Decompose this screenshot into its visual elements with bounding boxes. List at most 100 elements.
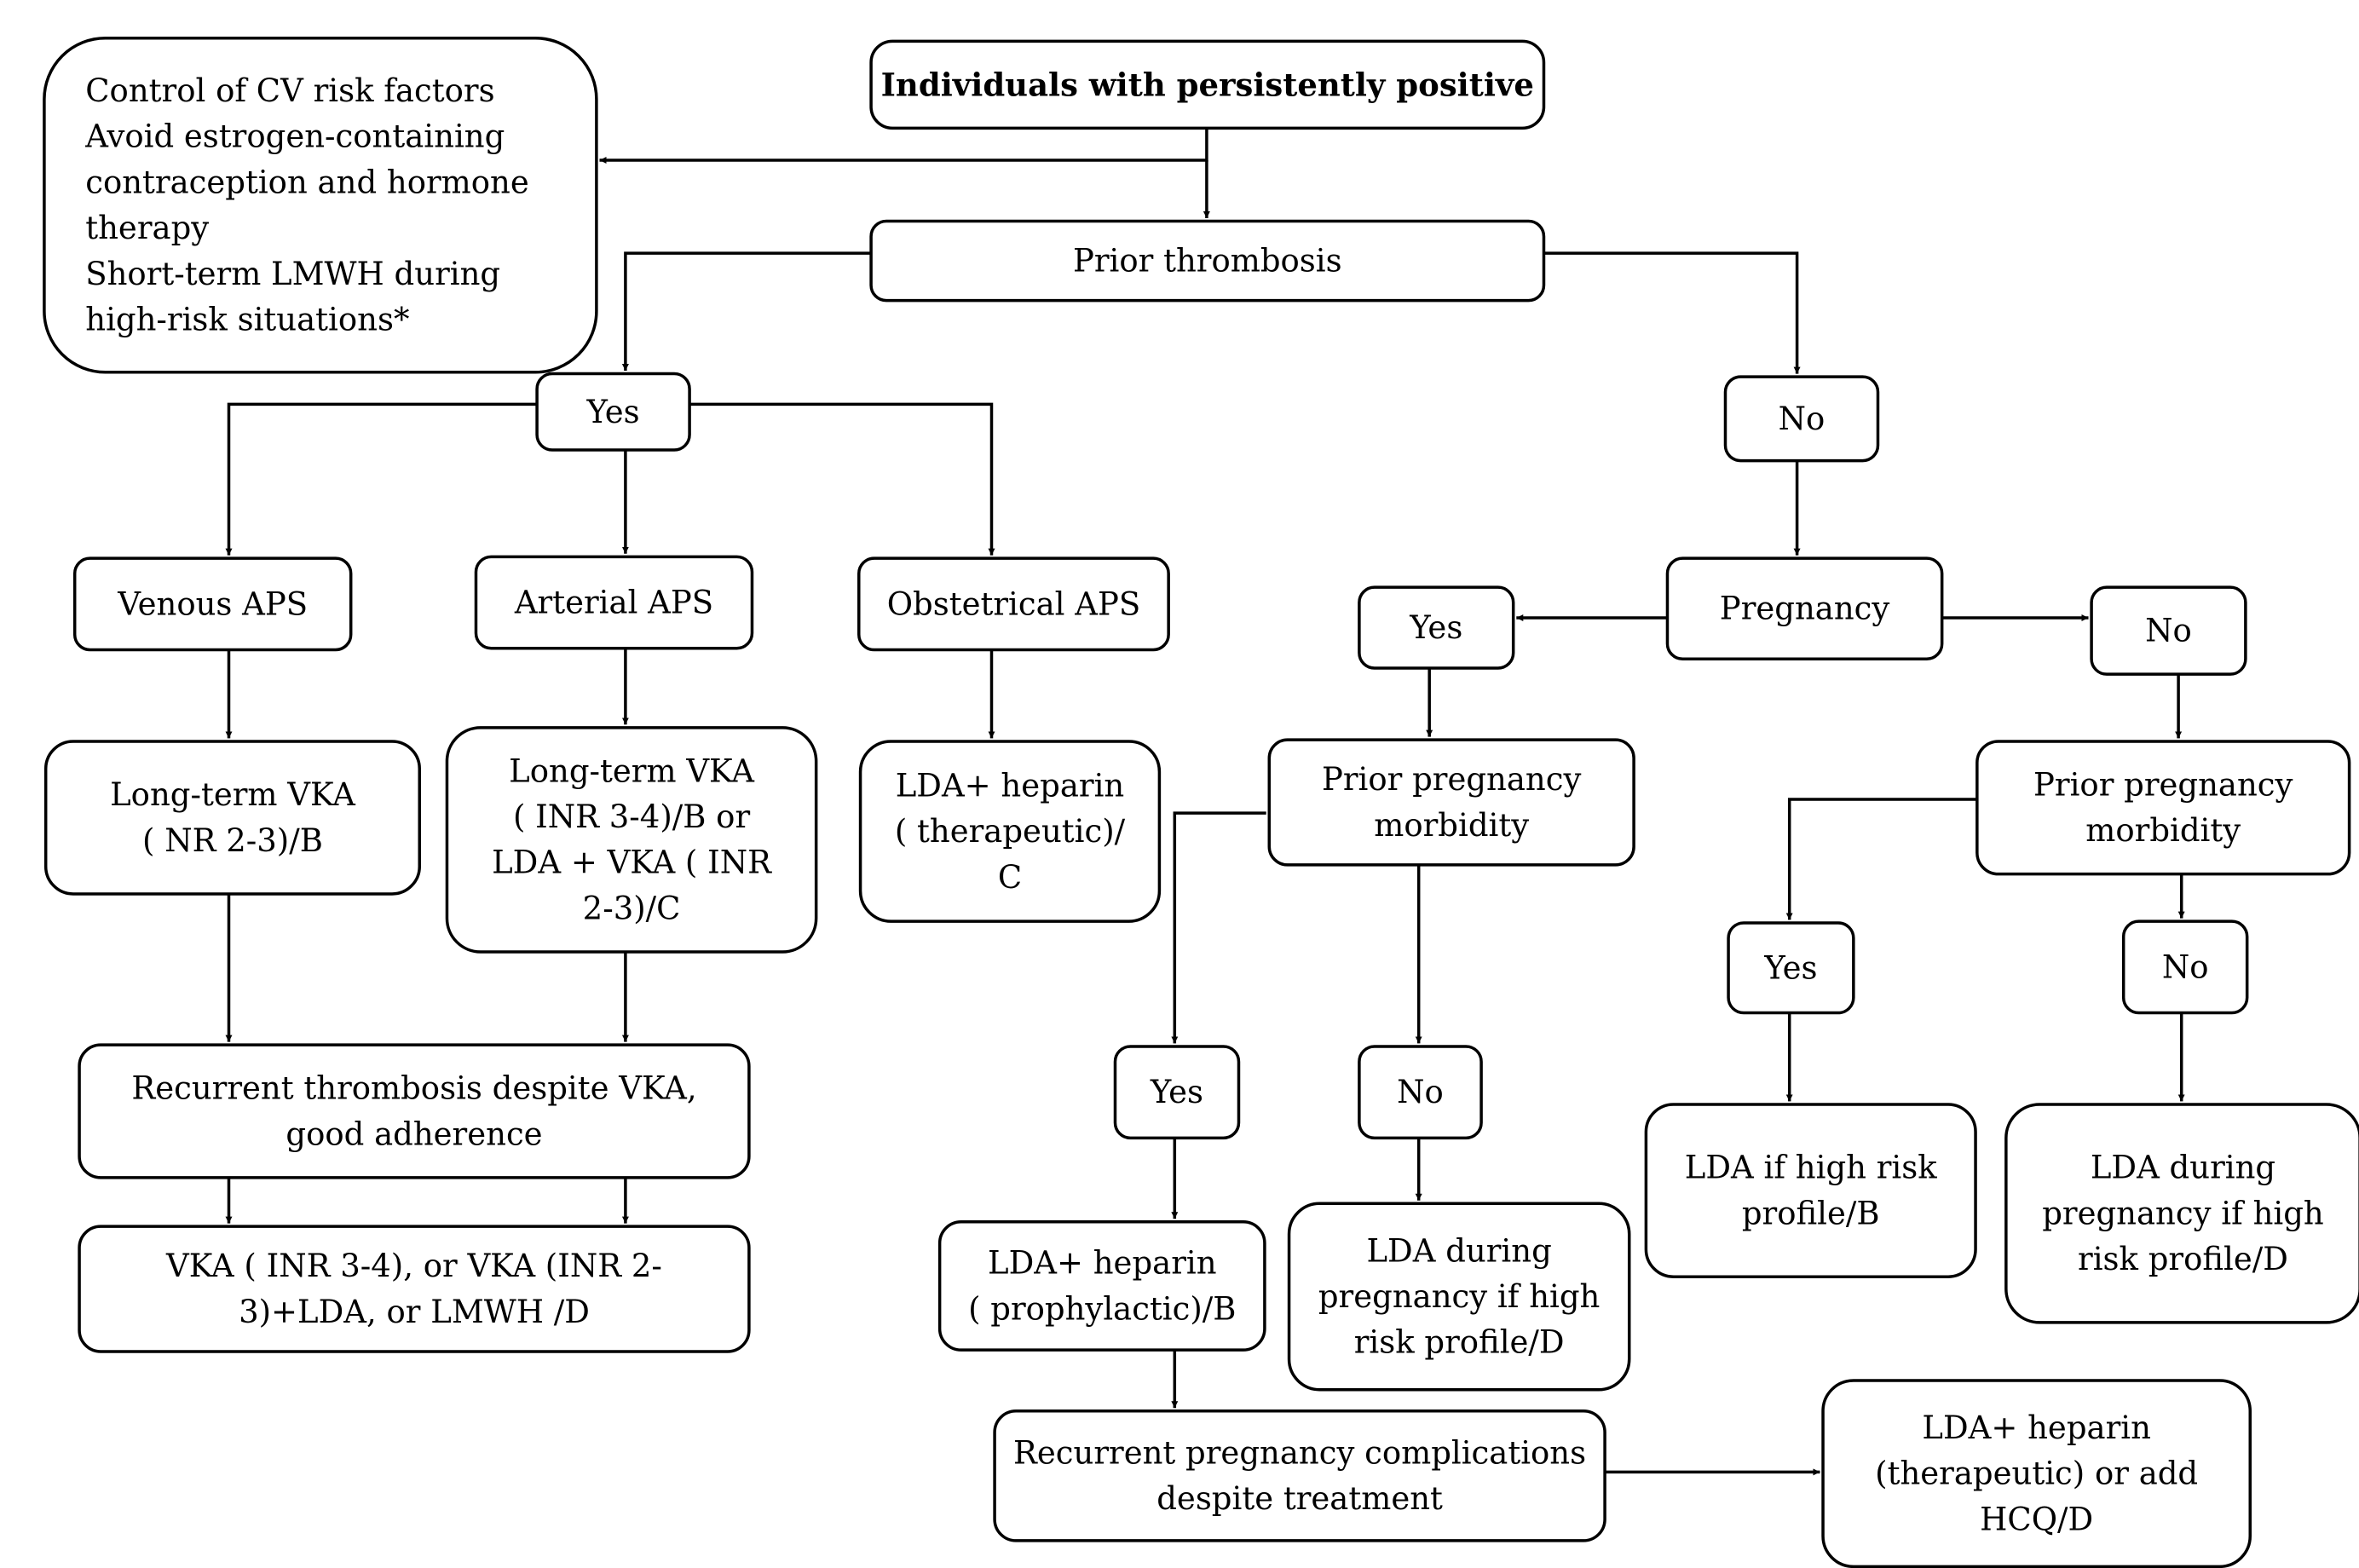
yes-box-pregnancy-label-line-1: Yes: [1409, 609, 1462, 646]
prior-pregnancy-morbidity-right-label-line-1: Prior pregnancy: [2033, 767, 2293, 804]
no-box-pregnancy-frame: [2090, 585, 2247, 676]
obstetrical-aps-box: Obstetrical APS: [857, 556, 1170, 652]
recurrent-pregnancy-box: Recurrent pregnancy complicationsdespite…: [993, 1409, 1606, 1542]
prior-thrombosis-box: Prior thrombosis: [869, 219, 1546, 303]
recurrent-pregnancy-label-line-1: Recurrent pregnancy complications: [1013, 1435, 1586, 1472]
prior-pregnancy-morbidity-left-box: Prior pregnancy morbidity: [1267, 738, 1635, 867]
arterial-treatment-label-line-1: Long-term VKA: [509, 752, 755, 789]
lda-during-pregnancy-left-label-line-3: risk profile/D: [1354, 1324, 1565, 1361]
yes-box-thrombosis-frame: [535, 372, 691, 452]
no-box-morbidity-right: No: [2121, 919, 2249, 1015]
obstetric-treatment-box: LDA+ heparin ( therapeutic)/ C: [858, 740, 1162, 923]
arterial-treatment-label-line-3: LDA + VKA ( INR: [492, 845, 772, 881]
cv-risk-label-line-5: Short-term LMWH during: [85, 256, 500, 292]
lda-during-pregnancy-right-label-line-1: LDA during: [2091, 1150, 2275, 1186]
lda-heparin-therapeutic-label-line-1: LDA+ heparin: [1922, 1409, 2151, 1446]
no-box-morbidity-left: No: [1358, 1045, 1483, 1140]
yes-box-morbidity-left-label-line-1: Yes: [1150, 1074, 1203, 1110]
cv-risk-label-line-2: Avoid estrogen-containing: [84, 118, 505, 155]
lda-during-pregnancy-right-box: LDA during pregnancy if high risk profile/…: [2004, 1103, 2359, 1324]
prior-thrombosis-label-line-1: Prior thrombosis: [1073, 243, 1342, 280]
lda-high-risk-label-line-2: profile/B: [1742, 1195, 1880, 1231]
prior-pregnancy-morbidity-right-frame: [1975, 740, 2351, 876]
prior-thrombosis-frame: [869, 219, 1546, 303]
lda-during-pregnancy-right-label-line-2: pregnancy if high: [2042, 1195, 2324, 1231]
pregnancy-frame: [1665, 556, 1944, 661]
lda-heparin-prophylactic-label-line-2: ( prophylactic)/B: [968, 1290, 1236, 1327]
pregnancy-label-line-1: Pregnancy: [1720, 591, 1890, 627]
obstetric-treatment-frame: [858, 740, 1162, 923]
vka-final-label-line-2: 3)+LDA, or LMWH /D: [239, 1294, 590, 1330]
arrow-to-yes-morbidity-left: [1171, 811, 1266, 1044]
obstetrical-aps-frame: [857, 556, 1170, 652]
cv-risk-label-line-3: contraception and hormone: [85, 164, 529, 200]
prior-pregnancy-morbidity-left-label-line-1: Prior pregnancy: [1322, 761, 1582, 798]
top-question-frame: [869, 39, 1546, 130]
top-question-box: Individuals with persistently positive: [869, 39, 1546, 130]
obstetric-treatment-label-line-1: LDA+ heparin: [896, 767, 1125, 804]
lda-heparin-therapeutic-label-line-3: HCQ/D: [1980, 1501, 2093, 1537]
yes-box-morbidity-left-frame: [1113, 1045, 1241, 1140]
lda-high-risk-label-line-1: LDA if high risk: [1685, 1150, 1937, 1186]
lda-heparin-therapeutic-label-line-2: (therapeutic) or add: [1875, 1456, 2198, 1492]
lda-during-pregnancy-left-label-line-1: LDA during: [1366, 1232, 1551, 1269]
arrow-to-obstetrical-aps: [689, 402, 995, 556]
yes-box-pregnancy: Yes: [1358, 585, 1515, 670]
no-box-thrombosis: No: [1723, 375, 1880, 463]
lda-high-risk-frame: [1644, 1103, 1977, 1278]
lda-heparin-prophylactic-label-line-1: LDA+ heparin: [988, 1245, 1217, 1282]
top-question-label-line-1: Individuals with persistently positive: [881, 66, 1534, 103]
no-box-thrombosis-frame: [1723, 375, 1880, 463]
lda-heparin-prophylactic-box: LDA+ heparin ( prophylactic)/B: [937, 1220, 1266, 1352]
recurrent-thrombosis-label-line-1: Recurrent thrombosis despite VKA,: [131, 1070, 696, 1107]
no-box-pregnancy: No: [2090, 585, 2247, 676]
yes-box-pregnancy-frame: [1358, 585, 1515, 670]
lda-during-pregnancy-right-label-line-3: risk profile/D: [2078, 1241, 2288, 1277]
venous-treatment-frame: [43, 740, 421, 896]
obstetrical-aps-label-line-1: Obstetrical APS: [887, 585, 1141, 622]
arterial-aps-label-line-1: Arterial APS: [514, 585, 713, 621]
arterial-treatment-label-line-4: 2-3)/C: [583, 890, 681, 926]
lda-during-pregnancy-right-frame: [2004, 1103, 2359, 1324]
vka-final-frame: [78, 1225, 751, 1353]
venous-treatment-label-line-2: ( NR 2-3)/B: [142, 822, 323, 859]
obstetric-treatment-label-line-3: C: [998, 859, 1022, 896]
no-box-morbidity-left-label-line-1: No: [1397, 1074, 1444, 1110]
lda-during-pregnancy-left-frame: [1287, 1202, 1631, 1392]
prior-pregnancy-morbidity-left-label-line-2: morbidity: [1374, 807, 1529, 844]
venous-aps-frame: [72, 556, 353, 652]
prior-pregnancy-morbidity-right-label-line-2: morbidity: [2085, 812, 2241, 849]
vka-final-label-line-1: VKA ( INR 3-4), or VKA (INR 2-: [165, 1248, 662, 1284]
no-box-morbidity-left-frame: [1358, 1045, 1483, 1140]
no-box-thrombosis-label-line-1: No: [1779, 401, 1825, 437]
recurrent-pregnancy-frame: [993, 1409, 1606, 1542]
recurrent-thrombosis-label-line-2: good adherence: [286, 1115, 542, 1152]
lda-heparin-therapeutic-frame: [1821, 1379, 2252, 1568]
no-box-morbidity-right-frame: [2121, 919, 2249, 1015]
prior-pregnancy-morbidity-right-box: Prior pregnancy morbidity: [1975, 740, 2351, 876]
venous-treatment-box: Long-term VKA ( NR 2-3)/B: [43, 740, 421, 896]
cv-risk-label-line-6: high-risk situations*: [85, 302, 409, 338]
cv-risk-frame: [43, 37, 598, 374]
yes-box-thrombosis-label-line-1: Yes: [586, 394, 640, 430]
yes-box-morbidity-right-frame: [1727, 921, 1855, 1015]
prior-pregnancy-morbidity-left-frame: [1267, 738, 1635, 867]
lda-heparin-prophylactic-frame: [937, 1220, 1266, 1352]
nodes: Individuals with persistently positive Co…: [43, 37, 2359, 1568]
venous-treatment-label-line-1: Long-term VKA: [110, 776, 356, 813]
no-box-morbidity-right-label-line-1: No: [2162, 948, 2209, 985]
arterial-treatment-label-line-2: ( INR 3-4)/B or: [513, 798, 751, 835]
lda-high-risk-box: LDA if high risk profile/B: [1644, 1103, 1977, 1278]
cv-risk-label-line-1: Control of CV risk factors: [85, 72, 494, 109]
connectors: [225, 128, 2185, 1476]
cv-risk-label-line-4: therapy: [85, 210, 209, 246]
arrow-to-venous-aps: [225, 402, 538, 556]
recurrent-thrombosis-box: Recurrent thrombosis despite VKA, good ad…: [78, 1043, 751, 1179]
arrow-to-cv-box: [599, 128, 1208, 164]
yes-box-morbidity-right-label-line-1: Yes: [1763, 949, 1817, 986]
obstetric-treatment-label-line-2: ( therapeutic)/: [895, 813, 1126, 850]
